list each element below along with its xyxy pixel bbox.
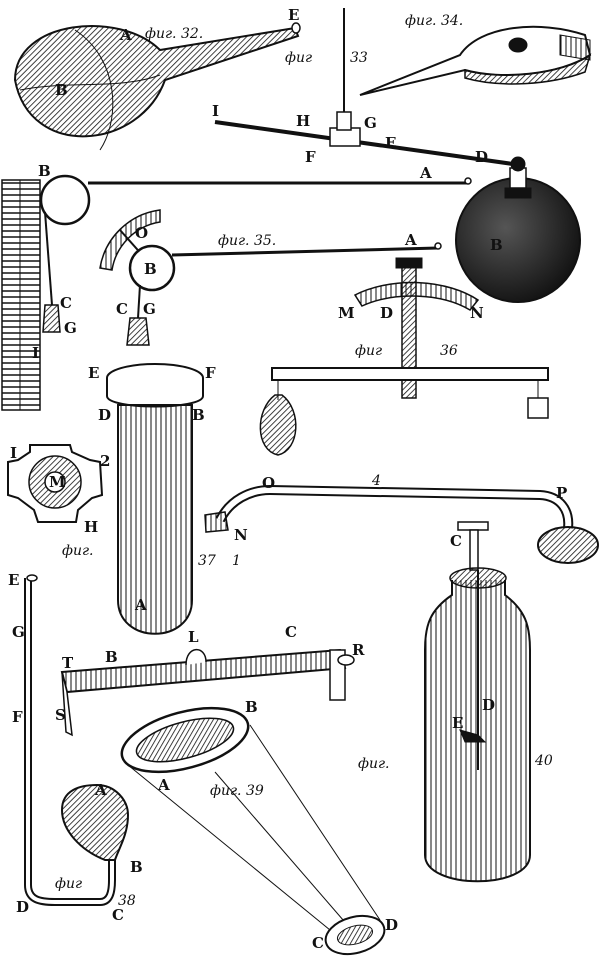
figure-38-j-tube: E G F A B D C фиг 38 bbox=[8, 571, 143, 924]
caption-fig-37: фиг. bbox=[62, 543, 94, 559]
caption-fig-34: фиг. 34. bbox=[405, 13, 463, 29]
label-f33-G: G bbox=[364, 114, 377, 132]
figure-curved-tube: O 4 P N bbox=[204, 473, 599, 564]
label-f37-A: A bbox=[134, 596, 147, 614]
caption-fig-39: фиг. 39 bbox=[210, 783, 264, 799]
caption-fig-37-num: 37 bbox=[198, 553, 216, 569]
label-f35-A: A bbox=[404, 231, 417, 249]
label-f39-D: D bbox=[385, 916, 398, 934]
label-ring-2: 2 bbox=[100, 452, 110, 470]
label-ring-I: I bbox=[10, 444, 17, 462]
label-f38-D: D bbox=[16, 898, 29, 916]
label-f33-I: I bbox=[212, 102, 219, 120]
caption-fig-38: фиг bbox=[55, 876, 82, 892]
label-f38-E: E bbox=[8, 571, 19, 589]
label-f36-N: N bbox=[470, 304, 484, 322]
label-f33-D: D bbox=[475, 148, 488, 166]
label-f33-H: H bbox=[296, 112, 310, 130]
label-f38-G: G bbox=[12, 623, 25, 641]
label-f37-D: D bbox=[98, 406, 111, 424]
label-f35-G: G bbox=[143, 300, 156, 318]
caption-fig-35: фиг. 35. bbox=[218, 233, 276, 249]
label-f37-F: F bbox=[205, 364, 216, 382]
figure-graduated-rule: T B L C R S bbox=[55, 623, 365, 737]
label-f32-A: A bbox=[119, 26, 132, 44]
label-rule-B: B bbox=[105, 648, 118, 666]
caption-fig-32: фиг. 32. bbox=[145, 26, 203, 42]
label-f35-B: B bbox=[144, 260, 157, 278]
caption-fig-37-sub: 1 bbox=[232, 553, 241, 569]
label-f32-E: E bbox=[288, 6, 299, 24]
label-rule-S: S bbox=[55, 706, 66, 724]
figure-34-pulley-cord: B A C G I bbox=[32, 162, 472, 362]
label-f34-C: C bbox=[60, 294, 72, 312]
label-f38-B: B bbox=[130, 858, 143, 876]
label-f40-C: C bbox=[450, 532, 462, 550]
caption-fig-38-num: 38 bbox=[118, 893, 136, 909]
figure-39-hoop: B A C D фиг. 39 bbox=[120, 698, 398, 956]
label-f35-O: O bbox=[135, 224, 148, 242]
label-ring-H: H bbox=[84, 518, 98, 536]
label-tube-4: 4 bbox=[371, 473, 381, 489]
label-rule-C: C bbox=[285, 623, 297, 641]
figure-33-pivot-rod: I H G F E D фиг 33 bbox=[212, 8, 521, 167]
label-f34-I: I bbox=[32, 344, 39, 362]
label-f39-C: C bbox=[312, 934, 324, 952]
figure-35-pulley-arc: O B A C G фиг. 35. bbox=[99, 209, 442, 346]
caption-fig-33-num: 33 bbox=[350, 50, 368, 66]
label-f40-D: D bbox=[482, 696, 495, 714]
label-f32-B: B bbox=[55, 81, 68, 99]
label-f35-C: C bbox=[116, 300, 128, 318]
label-f40-E: E bbox=[452, 714, 463, 732]
label-tube-P: P bbox=[556, 484, 567, 502]
figure-34-bellows: фиг. 34. bbox=[359, 13, 592, 96]
label-f36-M: M bbox=[338, 304, 355, 322]
label-f38-C: C bbox=[112, 906, 124, 924]
label-f38-A: A bbox=[94, 781, 107, 799]
caption-fig-36-num: 36 bbox=[440, 343, 458, 359]
label-f33-E: E bbox=[385, 134, 396, 152]
figure-36-balance: M D N фиг 36 bbox=[259, 257, 549, 456]
label-f34-A: A bbox=[419, 164, 432, 182]
caption-fig-36: фиг bbox=[355, 343, 382, 359]
label-f37-B: B bbox=[192, 406, 205, 424]
vertical-scale bbox=[1, 179, 41, 411]
label-tube-N: N bbox=[234, 526, 248, 544]
label-f38-F: F bbox=[12, 708, 23, 726]
label-f34-B-sphere: B bbox=[490, 236, 503, 254]
figure-32-bulb-syringe: A B E фиг. 32. bbox=[13, 6, 301, 151]
label-f39-B: B bbox=[245, 698, 258, 716]
figure-ring-cog: I 2 M H bbox=[7, 444, 110, 536]
label-f39-A: A bbox=[157, 776, 170, 794]
label-f36-D: D bbox=[380, 304, 393, 322]
label-rule-T: T bbox=[62, 654, 74, 672]
label-f34-B: B bbox=[38, 162, 51, 180]
figure-40-bottle: C D E фиг. 40 bbox=[358, 521, 553, 883]
caption-fig-33: фиг bbox=[285, 50, 312, 66]
label-ring-M: M bbox=[49, 473, 66, 491]
caption-fig-40-num: 40 bbox=[534, 753, 553, 769]
label-rule-R: R bbox=[352, 641, 365, 659]
label-tube-O: O bbox=[262, 474, 275, 492]
label-f37-E: E bbox=[88, 364, 99, 382]
figure-34-sphere: B bbox=[455, 156, 581, 303]
figure-37-tube: E F D B A фиг. 37 1 bbox=[62, 363, 241, 635]
label-f34-G: G bbox=[64, 319, 77, 337]
caption-fig-40: фиг. bbox=[358, 756, 390, 772]
label-f33-F: F bbox=[305, 148, 316, 166]
label-rule-L: L bbox=[188, 628, 199, 646]
